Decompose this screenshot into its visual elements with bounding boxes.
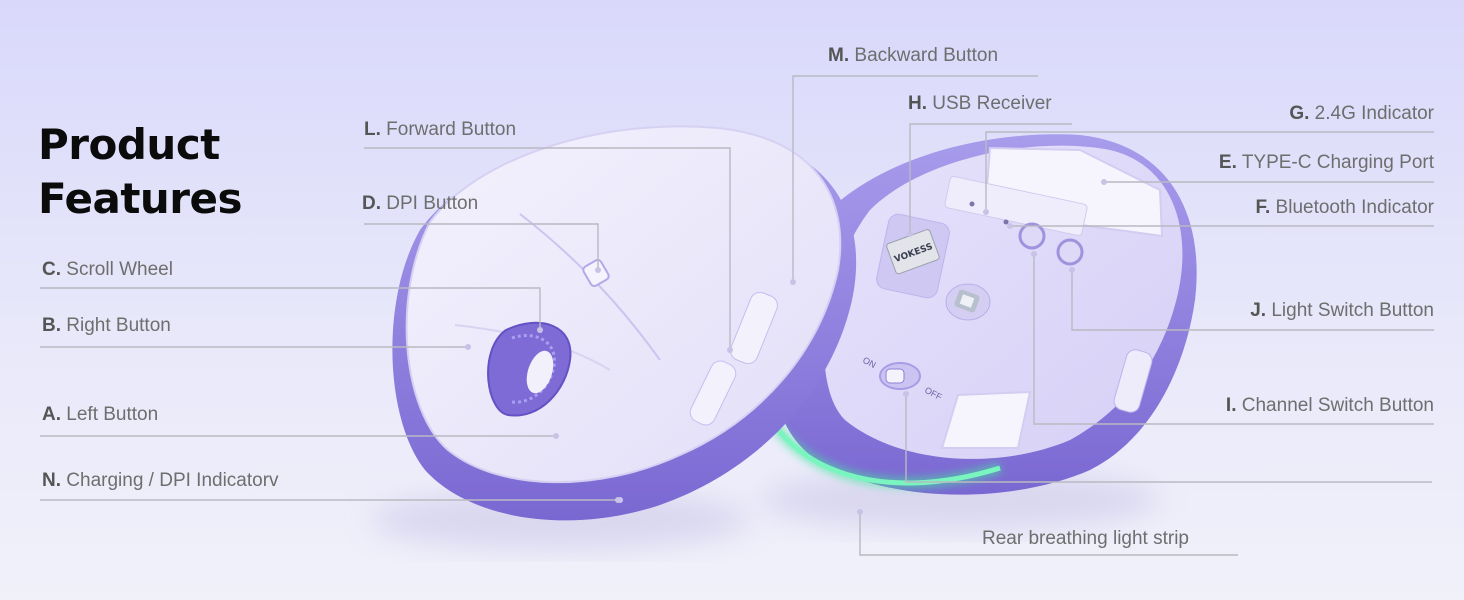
indicator-bt-icon bbox=[1003, 219, 1009, 225]
leader-line-forward bbox=[364, 147, 731, 350]
callout-key: E. bbox=[1218, 152, 1237, 173]
callout-light-switch-button: J. Light Switch Button bbox=[1250, 300, 1434, 322]
backward-button[interactable] bbox=[687, 358, 739, 429]
callout-text: TYPE-C Charging Port bbox=[1241, 152, 1434, 173]
leader-line-2g4 bbox=[985, 131, 1434, 212]
callout-text: Light Switch Button bbox=[1271, 300, 1434, 321]
callout-key: D. bbox=[362, 193, 381, 214]
callout-key: N. bbox=[42, 470, 61, 491]
mouse-bottom-view: VOKESS ON OFF bbox=[756, 134, 1197, 495]
callout-forward-button: L. Forward Button bbox=[364, 119, 516, 141]
leader-line-rear-light bbox=[859, 512, 1238, 556]
callout-text: 2.4G Indicator bbox=[1314, 103, 1434, 124]
callout-key: H. bbox=[908, 93, 927, 114]
leader-line-light bbox=[1071, 270, 1434, 331]
callout-charging-dpi-indicator: N. Charging / DPI Indicatorv bbox=[42, 470, 279, 492]
callout-key: L. bbox=[364, 119, 381, 140]
callout-text: Left Button bbox=[66, 404, 159, 425]
callout-typec-port: E. TYPE-C Charging Port bbox=[1219, 152, 1434, 174]
callout-scroll-wheel: C. Scroll Wheel bbox=[42, 259, 173, 281]
callout-usb-receiver: H. USB Receiver bbox=[908, 93, 1052, 115]
callout-text: Charging / DPI Indicatorv bbox=[66, 470, 279, 491]
callout-text: DPI Button bbox=[386, 193, 479, 214]
leader-line-dpi bbox=[364, 223, 599, 270]
page-title: Product Features bbox=[38, 118, 243, 226]
page-title-line-2: Features bbox=[38, 174, 243, 223]
callout-text: Forward Button bbox=[386, 119, 517, 140]
indicator-panel bbox=[944, 176, 1088, 236]
leader-line-usb bbox=[909, 123, 1072, 234]
leader-line-scroll bbox=[40, 287, 541, 330]
leader-line-backward bbox=[792, 75, 1038, 282]
glide-pad-bottom bbox=[940, 390, 1032, 449]
leader-dots bbox=[465, 179, 1107, 515]
callout-backward-button: M. Backward Button bbox=[828, 45, 998, 67]
page-title-line-1: Product bbox=[38, 120, 220, 169]
callout-key: J. bbox=[1250, 300, 1267, 321]
callout-dpi-button: D. DPI Button bbox=[362, 193, 478, 215]
leader-line-channel bbox=[1033, 254, 1434, 425]
scroll-wheel[interactable] bbox=[487, 321, 572, 417]
callout-key: C. bbox=[42, 259, 61, 280]
light-switch-button[interactable] bbox=[1056, 238, 1084, 266]
callout-key: G. bbox=[1289, 103, 1310, 124]
indicator-2g4-icon bbox=[969, 201, 975, 207]
optical-sensor bbox=[945, 283, 991, 321]
channel-switch-button[interactable] bbox=[1018, 222, 1046, 250]
leader-line-switch bbox=[905, 394, 1432, 483]
forward-button[interactable] bbox=[728, 289, 781, 366]
callout-rear-light-strip: Rear breathing light strip bbox=[982, 528, 1189, 550]
callout-channel-switch-button: I. Channel Switch Button bbox=[1226, 395, 1434, 417]
callout-key: F. bbox=[1255, 197, 1271, 218]
callout-text: Right Button bbox=[66, 315, 171, 336]
callout-text: USB Receiver bbox=[932, 93, 1052, 114]
callout-right-button: B. Right Button bbox=[42, 315, 171, 337]
callout-text: Channel Switch Button bbox=[1241, 395, 1434, 416]
callout-text: Scroll Wheel bbox=[66, 259, 173, 280]
dpi-button[interactable] bbox=[582, 258, 610, 288]
side-button-right bbox=[1113, 349, 1153, 413]
callout-key: A. bbox=[42, 404, 61, 425]
callout-key: M. bbox=[828, 45, 850, 66]
callout-key: I. bbox=[1225, 395, 1237, 416]
callout-left-button: A. Left Button bbox=[42, 404, 158, 426]
callout-text: Backward Button bbox=[854, 45, 999, 66]
callout-text: Rear breathing light strip bbox=[982, 528, 1189, 549]
mouse-top-view bbox=[392, 125, 857, 521]
leader-lines bbox=[40, 75, 1434, 556]
callout-text: Bluetooth Indicator bbox=[1275, 197, 1434, 218]
callout-2g4-indicator: G. 2.4G Indicator bbox=[1289, 103, 1434, 125]
power-switch[interactable] bbox=[879, 362, 921, 390]
usb-receiver: VOKESS bbox=[886, 229, 940, 275]
callout-bluetooth-indicator: F. Bluetooth Indicator bbox=[1255, 197, 1434, 219]
callout-key: B. bbox=[42, 315, 61, 336]
